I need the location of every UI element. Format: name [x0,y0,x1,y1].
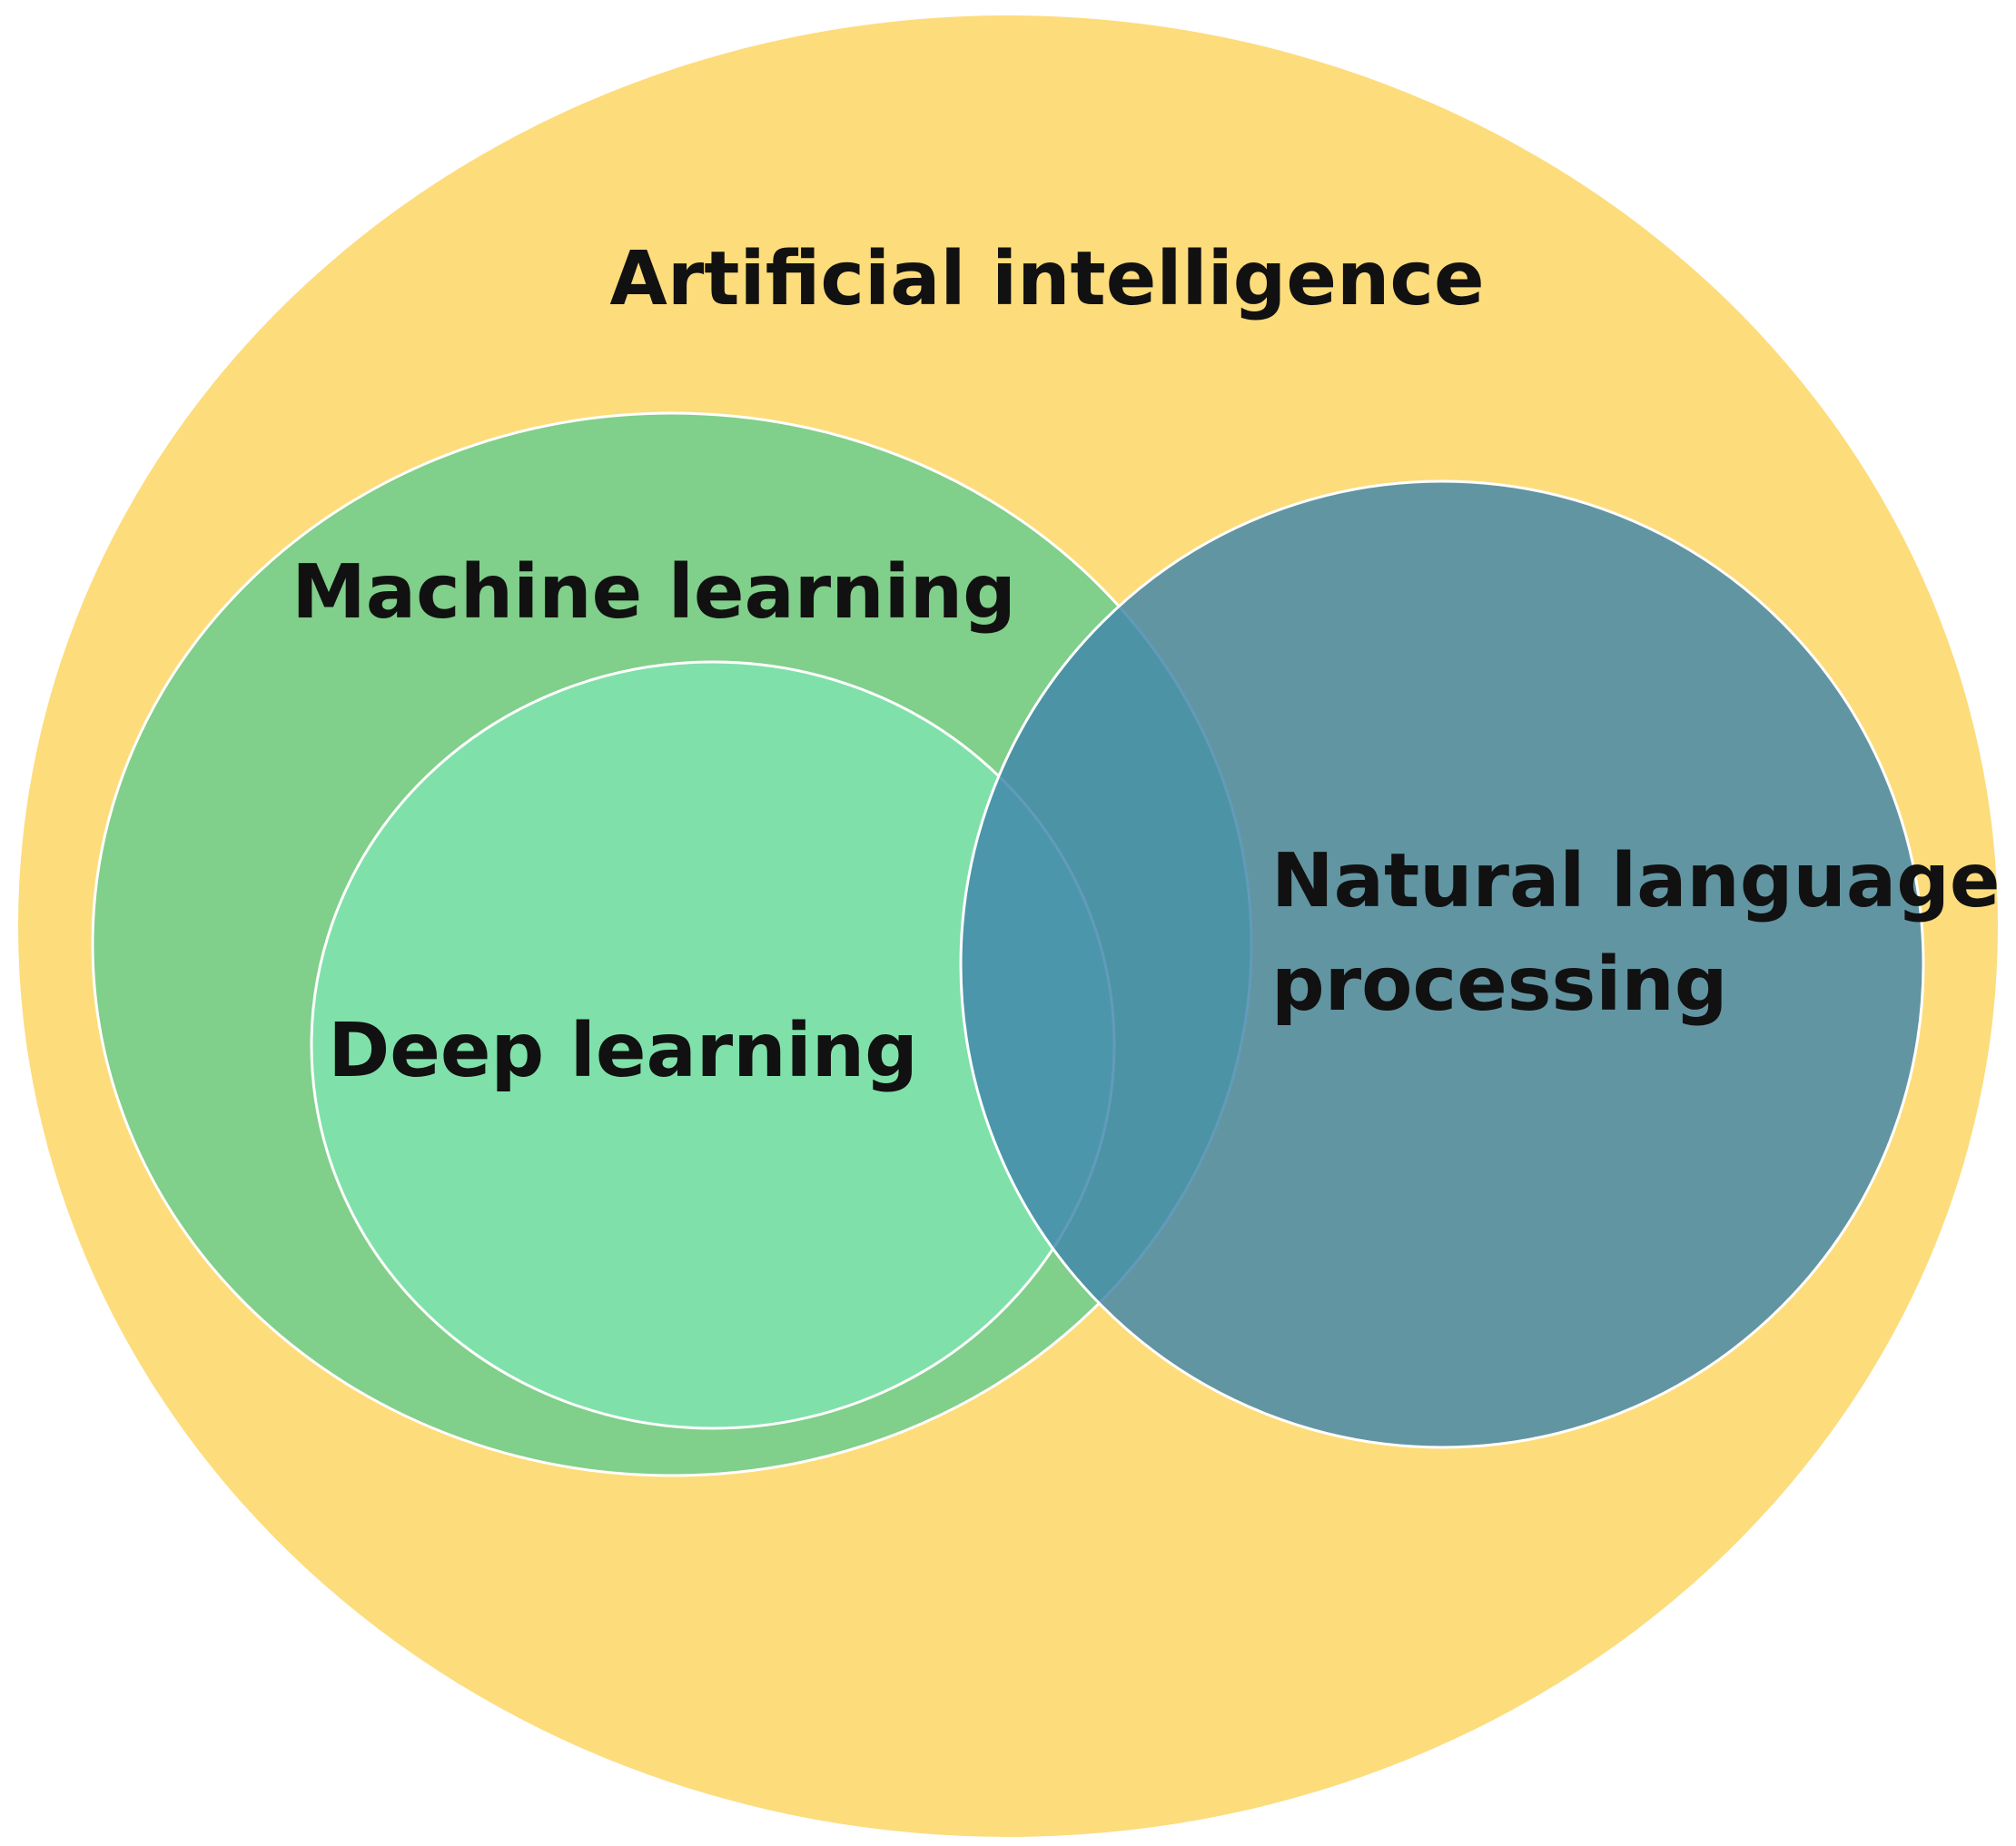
machine-learning-label: Machine learning [292,549,1016,636]
deep-learning-label: Deep learning [328,1008,918,1094]
artificial-intelligence-label: Artificial intelligence [609,236,1484,322]
natural-language-processing-region [959,479,1925,1449]
nlp-label-line1: Natural language [1271,838,2001,924]
nlp-label-line2: processing [1271,942,1728,1028]
